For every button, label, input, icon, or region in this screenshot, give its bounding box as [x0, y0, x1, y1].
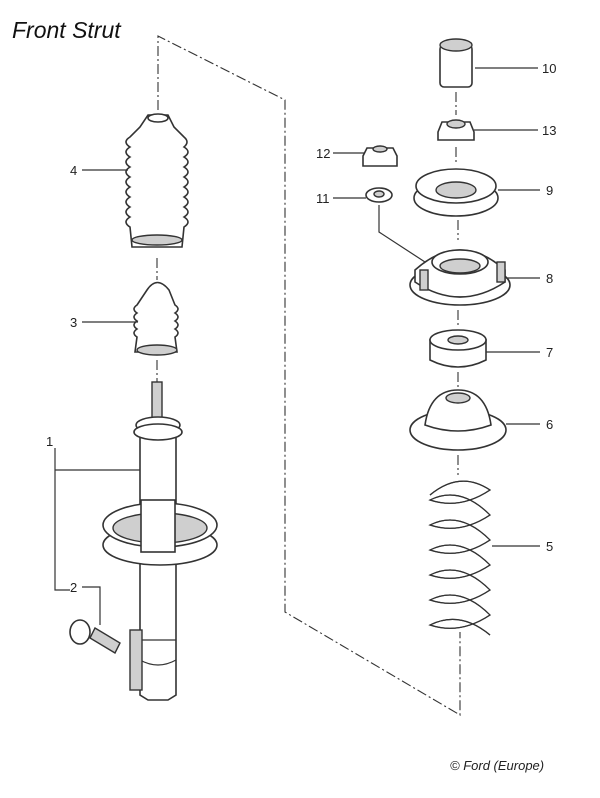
copyright: © Ford (Europe)	[450, 758, 544, 773]
part-labels: 4 3 1 2 10 13 12 11 9 8 7 6 5	[46, 61, 556, 595]
label-8: 8	[546, 271, 553, 286]
label-10: 10	[542, 61, 556, 76]
part-1-strut	[102, 381, 218, 701]
part-7-bearing	[429, 329, 487, 368]
label-5: 5	[546, 539, 553, 554]
label-6: 6	[546, 417, 553, 432]
label-13: 13	[542, 123, 556, 138]
label-9: 9	[546, 183, 553, 198]
label-3: 3	[70, 315, 77, 330]
label-2: 2	[70, 580, 77, 595]
assembly-axis-lines	[156, 35, 461, 716]
part-13-nut	[437, 119, 475, 141]
part-2-bolt	[69, 619, 121, 654]
part-9-upper-seat	[413, 168, 499, 217]
part-3-bump-stop	[133, 281, 179, 356]
label-1: 1	[46, 434, 53, 449]
leader-lines	[54, 67, 540, 625]
label-4: 4	[70, 163, 77, 178]
part-5-coil-spring	[428, 480, 492, 636]
part-4-boot	[125, 113, 189, 248]
part-10-cap	[439, 38, 473, 88]
label-12: 12	[316, 146, 330, 161]
label-11: 11	[316, 191, 330, 206]
label-7: 7	[546, 345, 553, 360]
part-12-nut	[362, 145, 398, 167]
diagram-title: Front Strut	[12, 17, 122, 43]
part-8-top-mount	[409, 249, 511, 306]
part-11-washer	[365, 187, 393, 203]
part-6-spring-seat	[409, 389, 507, 451]
